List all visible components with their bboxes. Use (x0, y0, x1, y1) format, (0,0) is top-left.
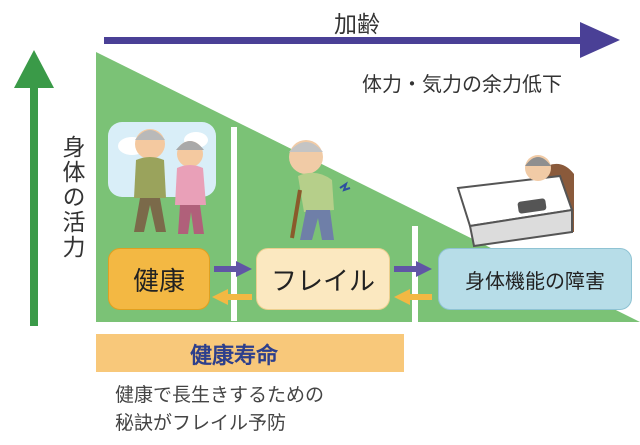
stage-box-frailty: フレイル (256, 248, 390, 310)
caption-line: 秘訣がフレイル予防 (115, 412, 287, 434)
stage-label: 健康 (132, 266, 185, 297)
aging-arrow (104, 22, 620, 58)
divider-line (231, 127, 237, 321)
vitality-arrow (14, 50, 54, 326)
reverse-arrow (212, 289, 252, 305)
healthy-life-label: 健康寿命 (190, 344, 279, 369)
aging-label: 加齢 (334, 12, 380, 38)
bedridden-elderly-woman-illustration (456, 155, 574, 248)
forward-arrow (214, 261, 252, 277)
vitality-label: 身体の活力 (58, 135, 84, 260)
stage-box-disability: 身体機能の障害 (438, 248, 632, 310)
divider-line (412, 226, 418, 322)
stage-box-healthy: 健康 (108, 248, 210, 310)
stage-label: 身体機能の障害 (465, 268, 605, 293)
decline-label: 体力・気力の余力低下 (362, 72, 562, 96)
stage-label: フレイル (270, 266, 375, 297)
reverse-arrow (394, 289, 432, 305)
elderly-couple-walking-illustration (108, 122, 216, 234)
elderly-man-with-cane-illustration (289, 140, 351, 240)
forward-arrow (394, 261, 432, 277)
caption-line: 健康で長生きするための (115, 384, 325, 406)
healthy-life-bar (96, 334, 404, 372)
